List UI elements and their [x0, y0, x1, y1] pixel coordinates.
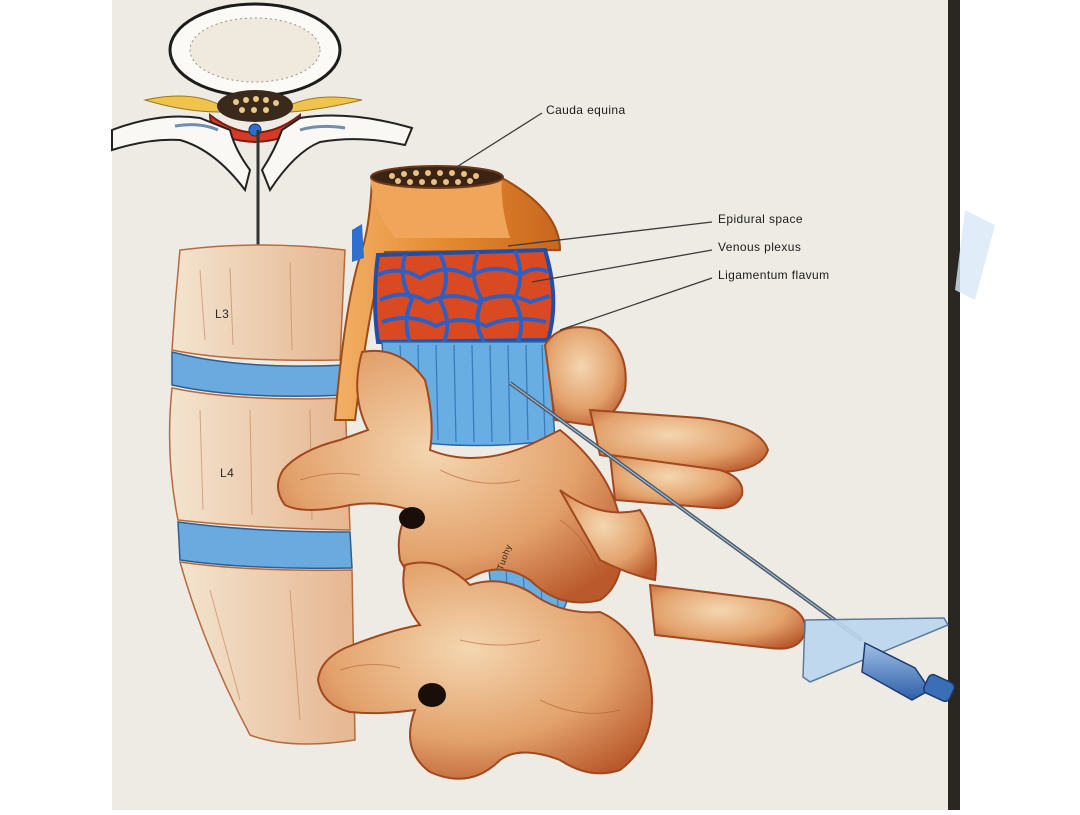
vertebral-body-l3 [171, 244, 346, 362]
needle-icon [508, 381, 864, 642]
leader-epidural-space [507, 221, 713, 247]
needle-hub-icon [802, 617, 956, 703]
venous-plexus [352, 224, 556, 345]
cross-section-nerve-roots [143, 95, 363, 113]
vertebral-body-l5 [178, 561, 356, 745]
panel-right-edge [948, 0, 960, 810]
label-cauda-equina: Cauda equina [546, 103, 626, 117]
lamina-l4 [277, 349, 624, 604]
intervertebral-foramen-l4 [399, 507, 425, 529]
label-epidural-space: Epidural space [718, 212, 803, 226]
disc-l4-l5 [177, 521, 353, 570]
lamina-l5 [316, 561, 653, 780]
watermark-mark [955, 210, 995, 300]
intervertebral-foramen-l5 [418, 683, 446, 707]
label-vertebra-l4: L4 [220, 466, 235, 480]
cross-section-cauda-equina [217, 90, 293, 122]
label-venous-plexus: Venous plexus [718, 240, 802, 254]
posterior-elements [277, 326, 807, 780]
cross-section-diagram [111, 2, 414, 280]
cross-section-lamina-left [111, 115, 252, 193]
dural-sac [333, 165, 562, 421]
label-vertebra-l3: L3 [215, 307, 230, 321]
cross-section-lamina-right [260, 114, 414, 193]
leader-cauda-equina [454, 112, 543, 169]
superior-articular-process [543, 326, 627, 427]
leader-lines [454, 112, 713, 331]
leader-venous-plexus [531, 249, 713, 283]
label-ligamentum-flavum: Ligamentum flavum [718, 268, 830, 282]
leader-ligamentum-flavum [559, 277, 713, 331]
transverse-process-l4-right [608, 453, 744, 510]
